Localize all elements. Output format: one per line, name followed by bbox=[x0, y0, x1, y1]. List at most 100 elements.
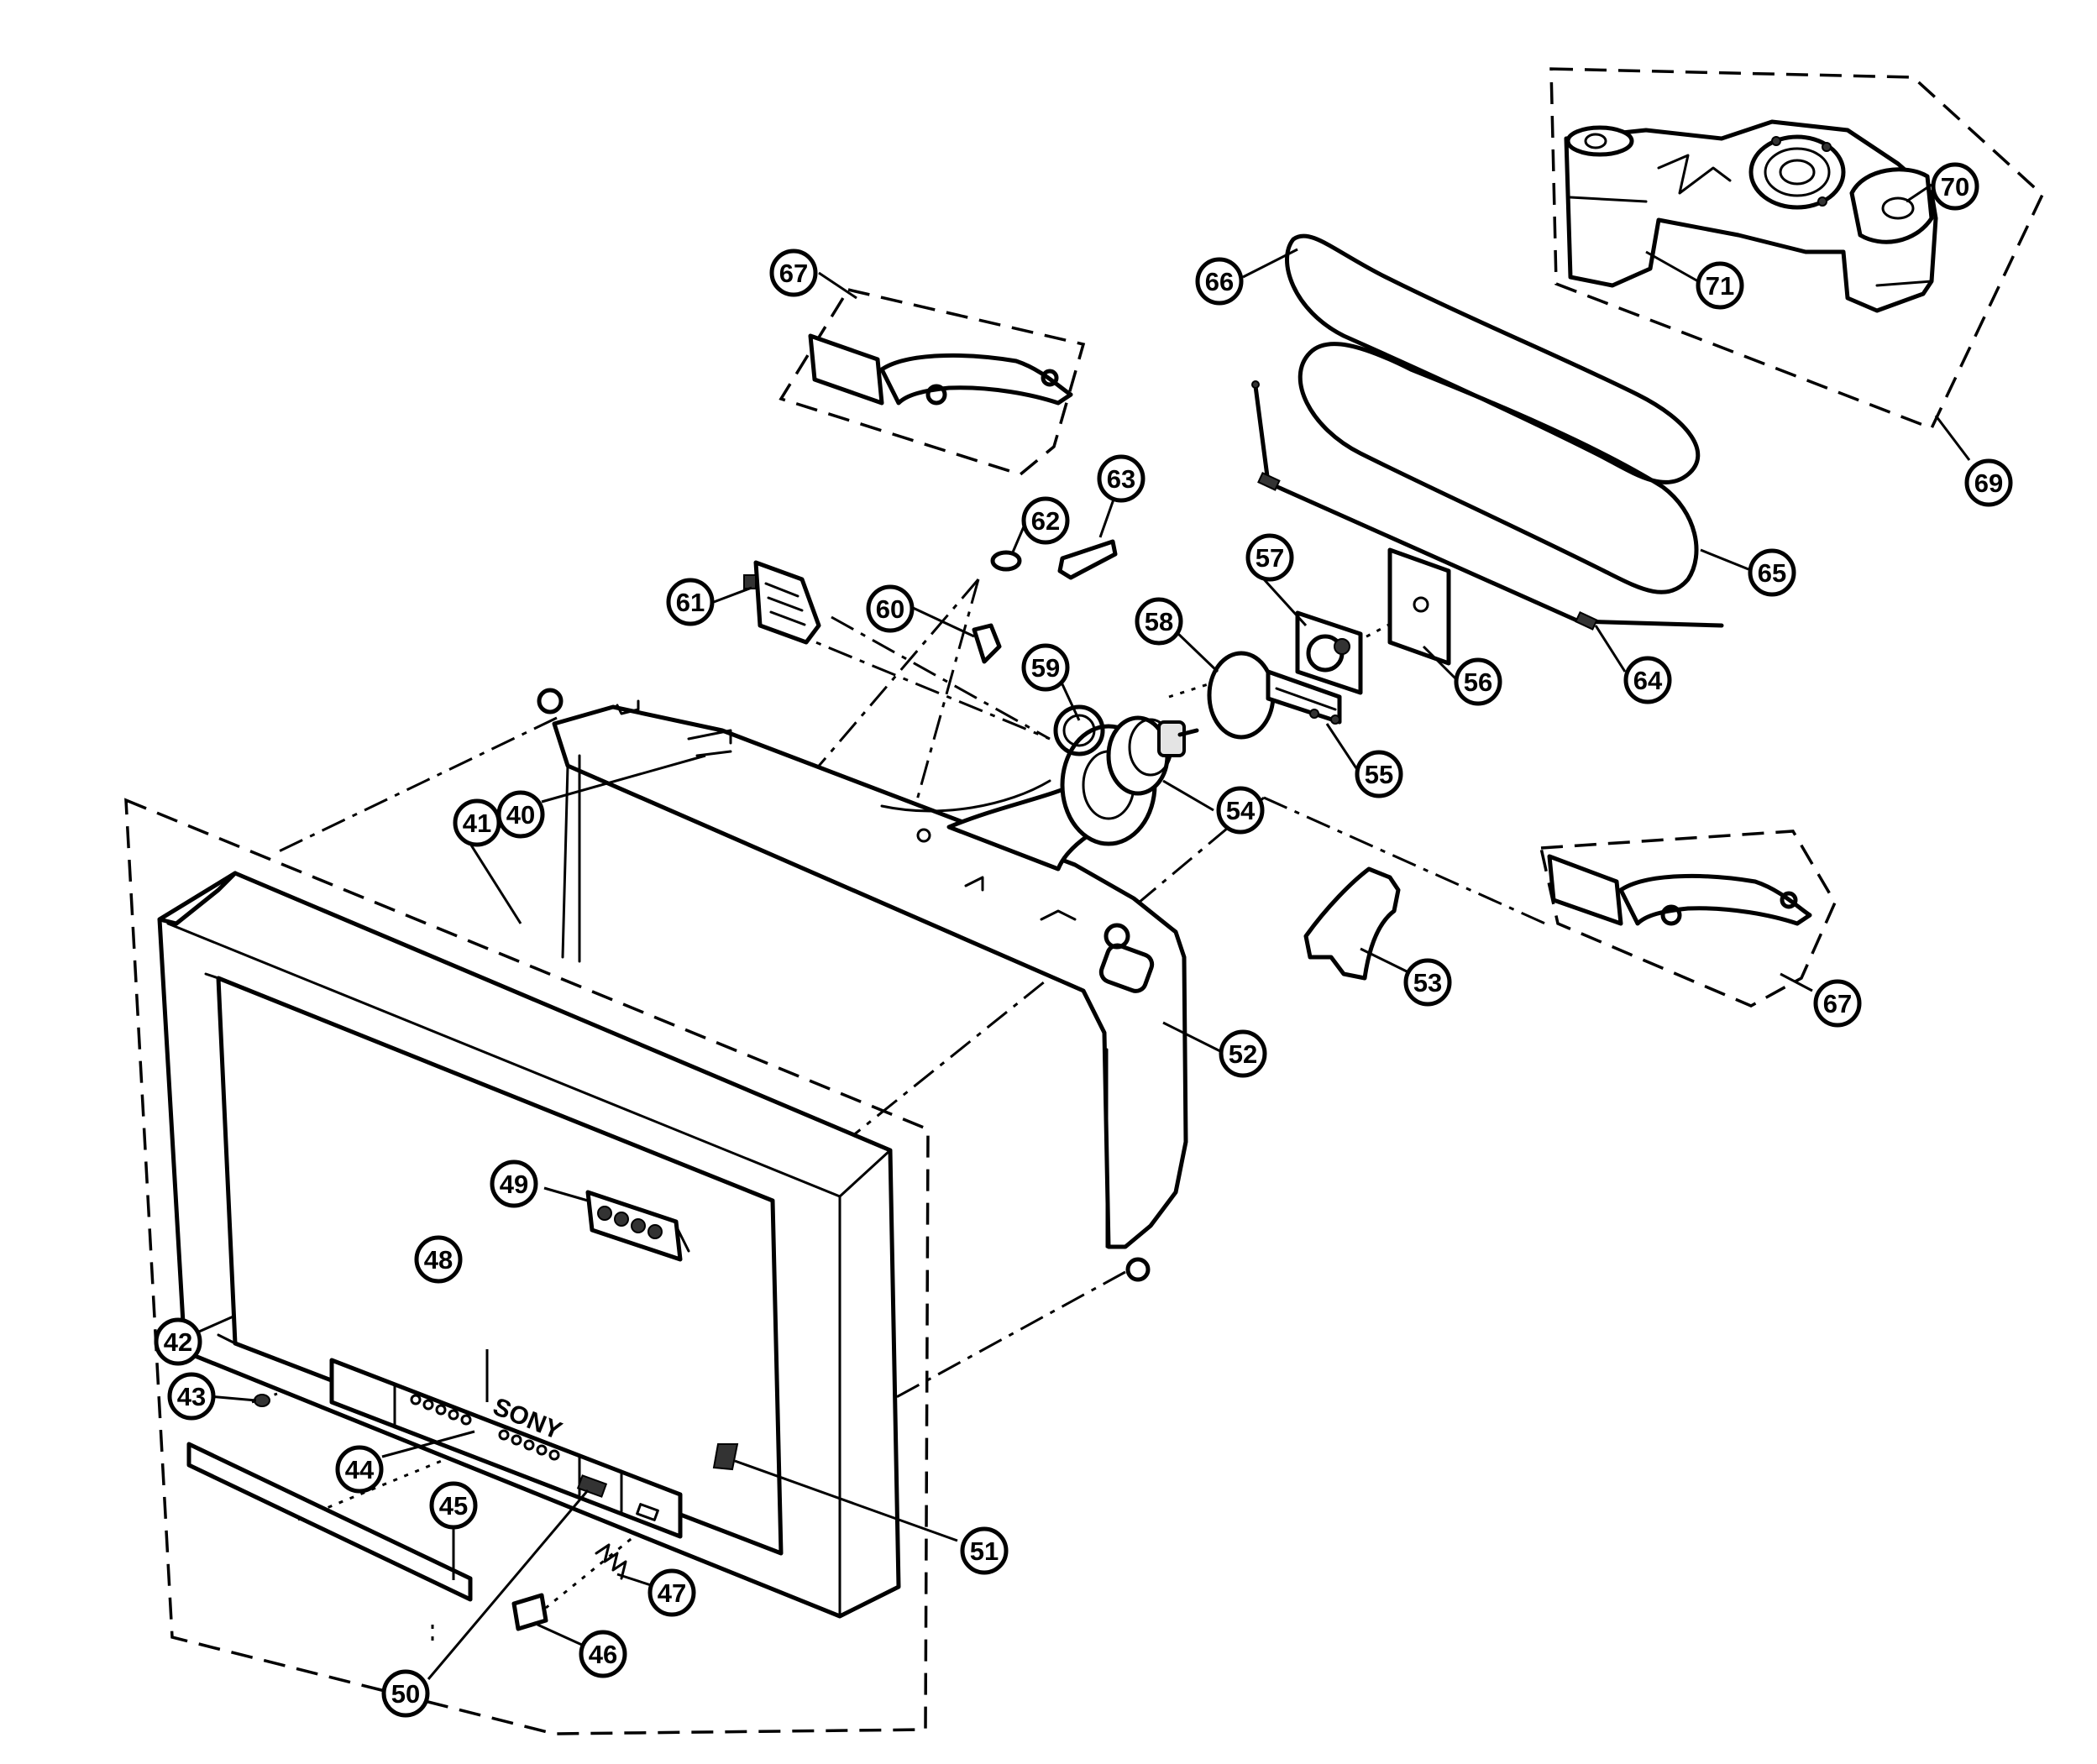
callout-bubble bbox=[1964, 458, 2013, 507]
callout-57-crt-socket: 57 bbox=[1245, 533, 1294, 582]
callout-number: 46 bbox=[589, 1640, 617, 1669]
callout-bubble bbox=[1355, 750, 1403, 798]
callout-number: 61 bbox=[676, 588, 705, 617]
callout-bubble bbox=[429, 1481, 478, 1530]
callout-number: 43 bbox=[177, 1382, 206, 1411]
callouts: 40 41 42 43 44 45 46 47 48 49 50 51 52 53 54 55 56 57 58 59… bbox=[154, 162, 2013, 1718]
leader-lines bbox=[191, 183, 1971, 1680]
callout-70-speaker-unit: 70 bbox=[1931, 162, 1979, 211]
callout-67-speaker-bracket-assy: 67 bbox=[769, 249, 818, 297]
clip bbox=[972, 623, 1002, 664]
callout-number: 50 bbox=[391, 1679, 420, 1709]
callout-bubble bbox=[1403, 958, 1452, 1007]
callout-59-yoke-retainer-ring: 59 bbox=[1021, 643, 1070, 692]
callout-65-degaussing-coil-lower: 65 bbox=[1748, 548, 1796, 597]
callout-43-screw: 43 bbox=[167, 1372, 216, 1421]
callout-bubble bbox=[769, 249, 818, 297]
callout-50-power-switch: 50 bbox=[381, 1669, 430, 1718]
callout-bubble bbox=[866, 584, 915, 633]
callout-number: 44 bbox=[345, 1455, 375, 1484]
callout-51-door-latch: 51 bbox=[960, 1526, 1009, 1575]
callout-number: 47 bbox=[658, 1578, 686, 1608]
callout-bubble bbox=[1021, 643, 1070, 692]
callout-bubble bbox=[414, 1235, 463, 1284]
callout-71-speaker-box: 71 bbox=[1696, 261, 1744, 310]
callout-number: 49 bbox=[500, 1170, 528, 1199]
callout-49-front-av-terminal-board: 49 bbox=[490, 1159, 538, 1208]
callout-number: 67 bbox=[779, 259, 808, 288]
callout-number: 67 bbox=[1823, 989, 1852, 1018]
speaker-bracket-right-outline bbox=[1539, 830, 1837, 1008]
deflection-yoke-assembly bbox=[1053, 704, 1199, 846]
callout-45-lower-trim-panel: 45 bbox=[429, 1481, 478, 1530]
callout-53-tube-bracket: 53 bbox=[1403, 958, 1452, 1007]
callout-number: 42 bbox=[164, 1327, 192, 1357]
callout-bubble bbox=[1135, 597, 1183, 646]
callout-bubble bbox=[1219, 1029, 1267, 1078]
callout-number: 69 bbox=[1974, 468, 2003, 498]
callout-54-deflection-yoke: 54 bbox=[1216, 786, 1265, 835]
callout-69-speaker-box-assy: 69 bbox=[1964, 458, 2013, 507]
callout-bubble bbox=[167, 1372, 216, 1421]
callout-bubble bbox=[453, 798, 501, 847]
callout-48-indicator-panel: 48 bbox=[414, 1235, 463, 1284]
crt-socket-board-assembly bbox=[1266, 547, 1451, 725]
callout-41-cabinet-rear-cover: 41 bbox=[453, 798, 501, 847]
callout-40-cabinet-tab: 40 bbox=[496, 790, 545, 839]
speaker-bracket-right bbox=[1547, 854, 1812, 926]
callout-number: 70 bbox=[1941, 172, 1969, 202]
callout-number: 65 bbox=[1758, 558, 1786, 588]
callout-bubble bbox=[335, 1445, 384, 1494]
callout-61-shield-plate: 61 bbox=[666, 578, 715, 626]
callout-46-power-button-knob: 46 bbox=[579, 1630, 627, 1678]
callout-number: 45 bbox=[439, 1491, 468, 1521]
callout-number: 55 bbox=[1365, 760, 1393, 789]
callout-42-front-bezel: 42 bbox=[154, 1317, 202, 1366]
callout-bubble bbox=[1454, 657, 1502, 706]
callout-number: 54 bbox=[1226, 796, 1256, 825]
callout-number: 59 bbox=[1031, 653, 1060, 683]
group-outlines bbox=[124, 67, 2045, 1735]
front-controls: SONY bbox=[186, 1190, 739, 1631]
shield-plate bbox=[753, 560, 821, 645]
callout-bubble bbox=[1195, 257, 1244, 306]
callout-bubble bbox=[579, 1630, 627, 1678]
callout-bubble bbox=[1021, 496, 1070, 545]
neck-ring bbox=[1207, 651, 1276, 740]
callout-bubble bbox=[647, 1568, 696, 1617]
callout-bubble bbox=[1245, 533, 1294, 582]
degaussing-coil-lower bbox=[1298, 342, 1699, 594]
degaussing-coil-upper bbox=[1285, 233, 1701, 484]
callout-66-degaussing-coil-upper: 66 bbox=[1195, 257, 1244, 306]
tube-bracket bbox=[1303, 866, 1401, 981]
callout-number: 64 bbox=[1633, 666, 1663, 695]
callout-number: 62 bbox=[1031, 506, 1060, 536]
callout-63-wire-clamp: 63 bbox=[1097, 454, 1145, 503]
magnet-cap bbox=[990, 550, 1022, 572]
wire-clamp bbox=[1057, 539, 1118, 580]
callout-bubble bbox=[1216, 786, 1265, 835]
callout-bubble bbox=[666, 578, 715, 626]
callout-number: 52 bbox=[1229, 1039, 1257, 1069]
callout-number: 66 bbox=[1205, 267, 1234, 296]
callout-number: 58 bbox=[1145, 607, 1173, 636]
callout-number: 48 bbox=[424, 1245, 453, 1275]
degaussing-coils bbox=[1251, 233, 1724, 631]
callout-64-ground-wire: 64 bbox=[1623, 656, 1672, 704]
callout-number: 56 bbox=[1464, 667, 1492, 697]
callout-52-picture-tube: 52 bbox=[1219, 1029, 1267, 1078]
small-parts bbox=[743, 539, 1118, 664]
callout-60-clip: 60 bbox=[866, 584, 915, 633]
front-cabinet-group-outline bbox=[124, 798, 930, 1735]
callout-number: 60 bbox=[876, 594, 904, 624]
speaker-bracket-top-outline bbox=[779, 288, 1086, 476]
callout-67-speaker-bracket-assy: 67 bbox=[1813, 979, 1862, 1028]
callout-58-neck-ring: 58 bbox=[1135, 597, 1183, 646]
callout-bubble bbox=[1748, 548, 1796, 597]
callout-bubble bbox=[154, 1317, 202, 1366]
callout-47-spring: 47 bbox=[647, 1568, 696, 1617]
callout-number: 41 bbox=[463, 809, 491, 838]
callout-44-sony-logo-badge: 44 bbox=[335, 1445, 384, 1494]
callout-number: 40 bbox=[506, 800, 535, 830]
